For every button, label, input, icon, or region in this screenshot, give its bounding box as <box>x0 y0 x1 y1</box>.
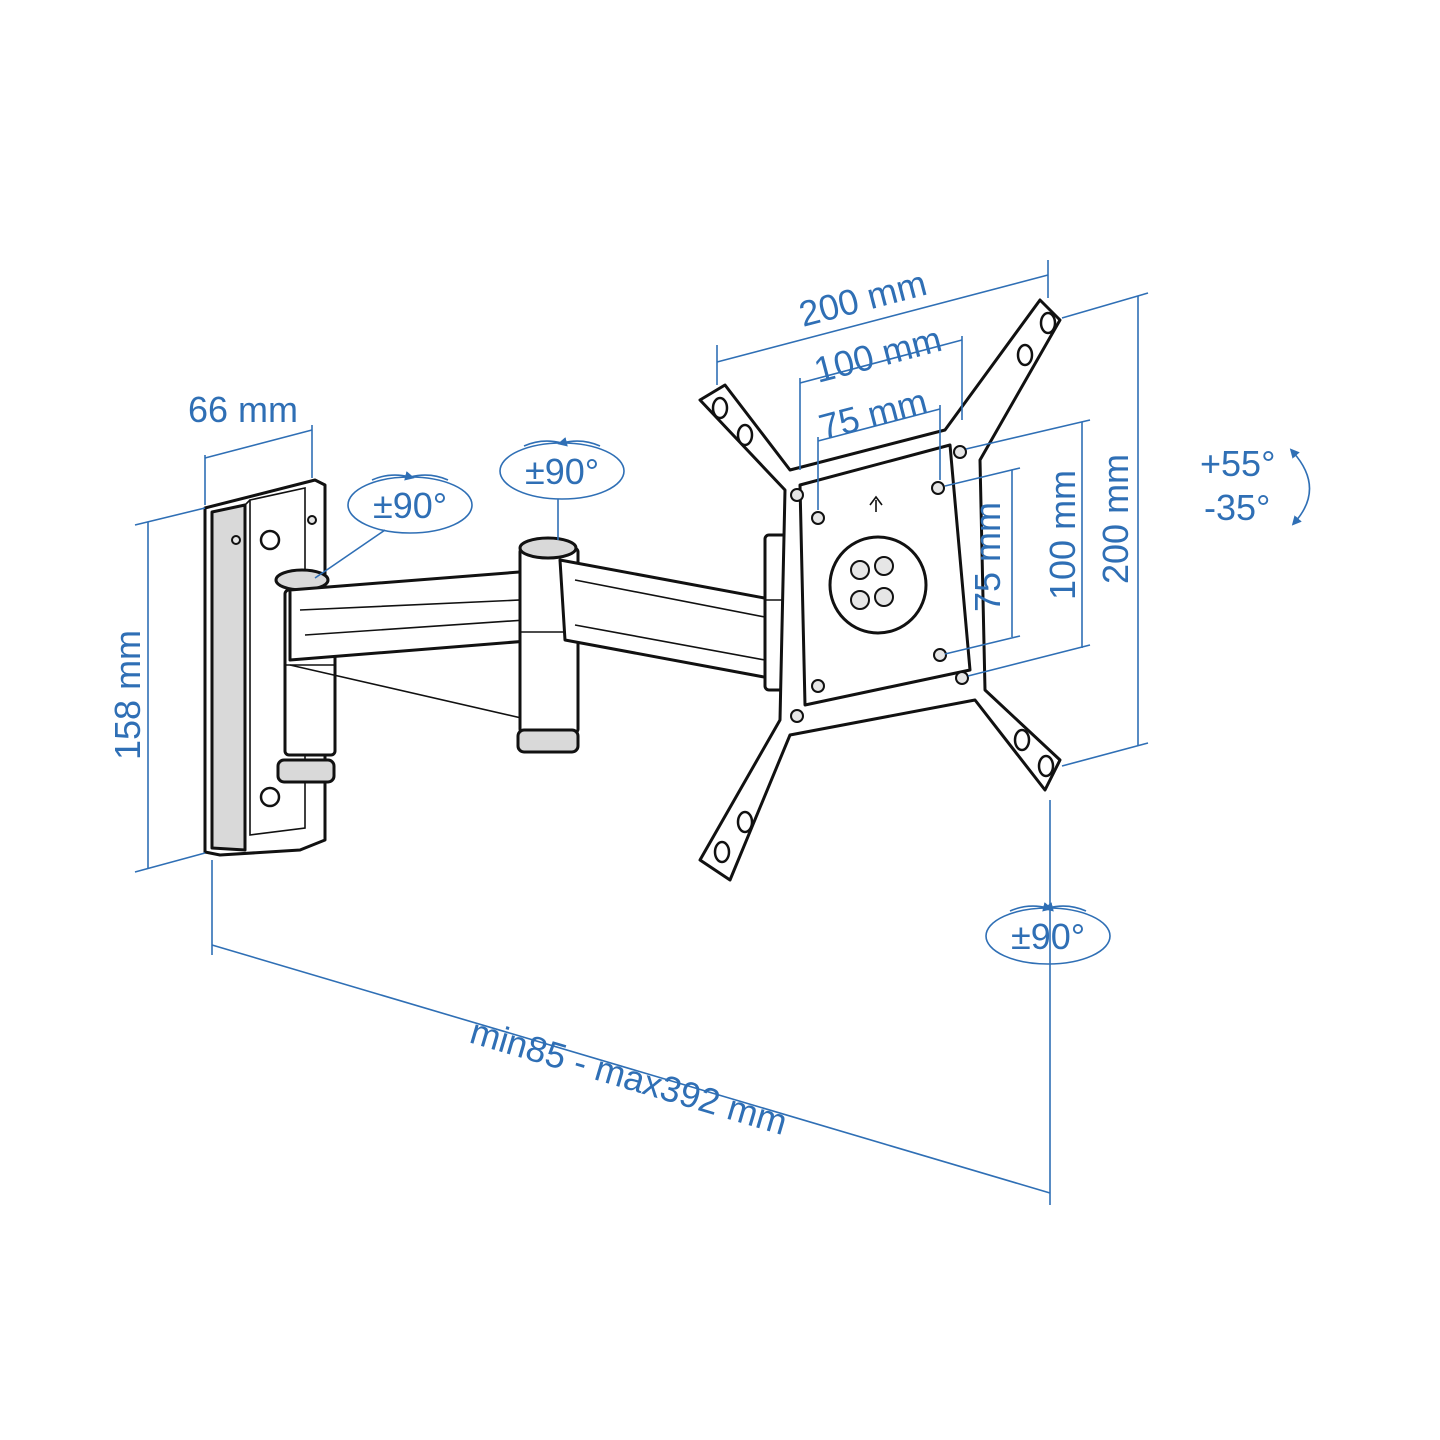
rotation-arm-joint: ±90° <box>499 437 625 540</box>
dimension-vesa-200-v: 200 mm <box>1061 292 1149 767</box>
dimension-158mm: 158 mm <box>107 507 206 873</box>
dimension-label-vesa-200-v: 200 mm <box>1095 454 1136 584</box>
dimension-label-66mm: 66 mm <box>188 389 298 430</box>
rotation-label-head: ±90° <box>1011 916 1085 957</box>
rotation-label-wall-joint: ±90° <box>373 485 447 526</box>
rotation-wall-joint: ±90° <box>314 471 473 579</box>
dimension-label-158mm: 158 mm <box>107 630 148 760</box>
rotation-label-tilt-up: +55° <box>1200 443 1275 484</box>
dimension-66mm: 66 mm <box>188 389 313 505</box>
rotation-tilt: +55° -35° <box>1200 443 1311 528</box>
rotation-head: ±90° <box>985 902 1111 965</box>
outer-arm <box>558 558 782 682</box>
dimension-vesa-100-v: 100 mm <box>965 419 1091 677</box>
vesa-plate <box>698 298 1062 882</box>
dimension-label-vesa-75-v: 75 mm <box>967 502 1008 612</box>
rotation-label-tilt-down: -35° <box>1204 487 1270 528</box>
dimension-vesa-75-v: 75 mm <box>944 467 1021 655</box>
dimension-label-vesa-100-v: 100 mm <box>1042 470 1083 600</box>
rotation-label-arm-joint: ±90° <box>525 451 599 492</box>
dimension-label-reach: min85 - max392 mm <box>466 1010 792 1142</box>
dimension-reach: min85 - max392 mm <box>211 800 1051 1205</box>
dimension-label-vesa-100-h: 100 mm <box>810 318 946 391</box>
